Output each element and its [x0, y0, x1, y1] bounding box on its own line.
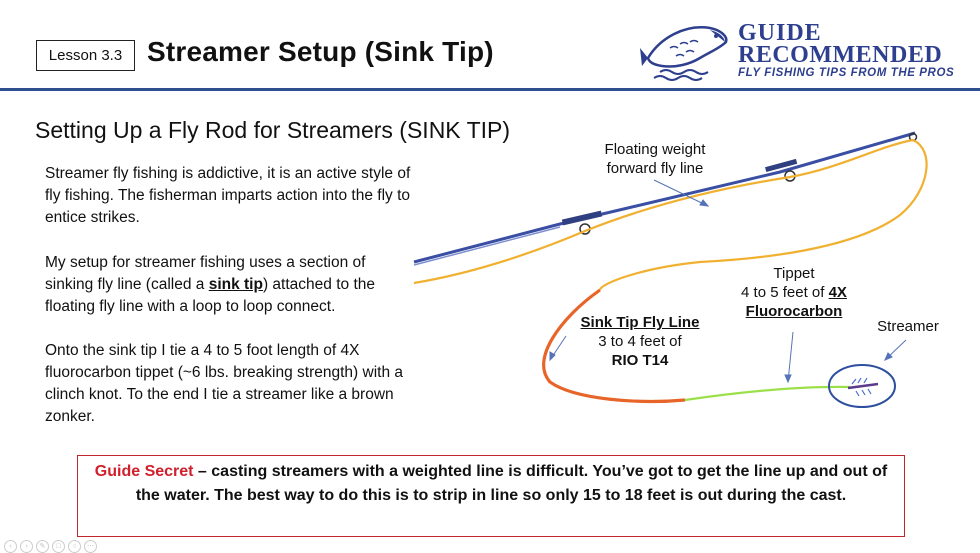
brand-logo: GUIDE RECOMMENDED FLY FISHING TIPS FROM … — [640, 18, 980, 84]
fly-rod — [413, 131, 916, 264]
paragraph-setup: My setup for streamer fishing uses a sec… — [45, 252, 415, 318]
rod-ferrule — [765, 158, 798, 173]
floating-fly-line — [413, 138, 928, 291]
more-icon[interactable]: ⋯ — [84, 540, 97, 553]
tippet-line — [684, 385, 851, 402]
sink-tip-length: 3 to 4 feet of — [598, 333, 682, 350]
section-heading: Setting Up a Fly Rod for Streamers (SINK… — [35, 117, 511, 143]
streamer-fly-icon — [847, 377, 879, 397]
paragraph-intro: Streamer fly fishing is addictive, it is… — [45, 165, 411, 226]
logo-text-guide: GUIDE — [738, 20, 822, 46]
label-sink-tip: Sink Tip Fly Line 3 to 4 feet of RIO T14 — [570, 313, 710, 370]
tippet-length: 4 to 5 feet of 4X — [724, 283, 864, 302]
guide-secret-text: – casting streamers with a weighted line… — [135, 463, 888, 504]
streamer-circle — [828, 364, 896, 408]
label-tippet: Tippet 4 to 5 feet of 4X Fluorocarbon — [724, 264, 864, 321]
pen-icon[interactable]: ✎ — [36, 540, 49, 553]
arrow-floating — [653, 179, 709, 207]
slides-icon[interactable]: □ — [52, 540, 65, 553]
sink-tip-term: sink tip — [208, 276, 263, 293]
sink-tip-model: RIO T14 — [611, 352, 669, 369]
guide-secret-label: Guide Secret — [94, 463, 194, 480]
logo-text-recommended: RECOMMENDED — [738, 42, 943, 68]
tippet-title: Tippet — [773, 265, 815, 282]
slideshow-nav: ‹›✎□○⋯ — [4, 535, 100, 553]
tippet-material: Fluorocarbon — [745, 303, 843, 320]
back-icon[interactable]: ‹ — [4, 540, 17, 553]
logo-tagline: FLY FISHING TIPS FROM THE PROS — [738, 67, 955, 79]
forward-icon[interactable]: › — [20, 540, 33, 553]
slide-title: Streamer Setup (Sink Tip) — [147, 36, 494, 67]
floating-line-text-2: forward fly line — [606, 160, 704, 177]
guide-secret-box: Guide Secret – casting streamers with a … — [77, 455, 905, 537]
tippet-size: 4X — [828, 284, 847, 301]
tippet-length-text: 4 to 5 feet of — [741, 284, 829, 301]
label-floating-line: Floating weight forward fly line — [580, 140, 730, 178]
floating-line-text-1: Floating weight — [604, 141, 706, 158]
zoom-icon[interactable]: ○ — [68, 540, 81, 553]
lesson-label: Lesson 3.3 — [36, 40, 135, 71]
trout-logo-icon — [640, 26, 728, 81]
label-streamer: Streamer — [877, 318, 939, 335]
sink-tip-title: Sink Tip Fly Line — [580, 314, 700, 331]
paragraph-setup-post: ) attached to the floating fly line with… — [45, 276, 375, 315]
rod-ferrule — [561, 210, 603, 226]
paragraph-tippet: Onto the sink tip I tie a 4 to 5 foot le… — [45, 342, 403, 425]
arrow-tippet — [787, 331, 794, 383]
header-divider — [0, 88, 980, 91]
slide-header: Lesson 3.3 Streamer Setup (Sink Tip) GUI… — [0, 0, 980, 91]
sink-tip-line — [542, 288, 686, 404]
paragraph-setup-pre: My setup for streamer fishing uses a sec… — [45, 254, 366, 293]
